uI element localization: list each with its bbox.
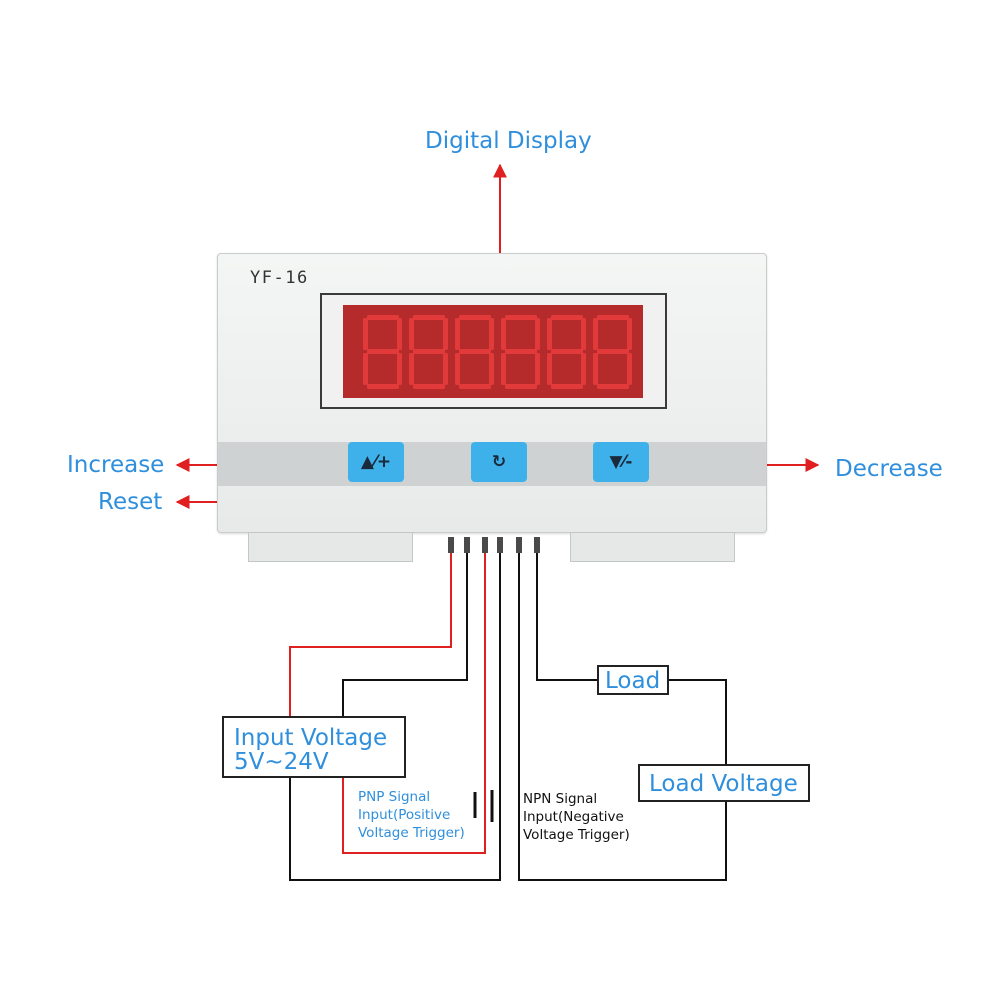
segment [397,318,402,350]
segment [535,318,540,350]
segment [363,318,368,350]
segment [597,349,629,354]
wire-pnp-signal [342,552,486,854]
wire-to-load [536,552,597,681]
terminal-pin [482,537,488,553]
reset-icon: ↻ [491,452,507,472]
input-voltage-range: 5V~24V [234,749,329,775]
segment [363,353,368,385]
decrease-icon: ▼⁄- [609,452,633,472]
segment [593,318,598,350]
segment [501,318,506,350]
segment [413,315,445,320]
mounting-clip-right [570,532,735,562]
wire-npn-signal [518,552,727,881]
increase-label: Increase [67,452,165,478]
segment [627,318,632,350]
segment [627,353,632,385]
digital-display-label: Digital Display [425,128,592,154]
segment [455,353,460,385]
segment [505,384,537,389]
load-box: Load [597,665,669,695]
npn-signal-label: NPN Signal Input(Negative Voltage Trigge… [523,791,630,843]
seven-segment-digits [363,315,632,389]
pnp-signal-label: PNP Signal Input(Positive Voltage Trigge… [358,789,465,841]
terminal-pin [464,537,470,553]
input-voltage-box: Input Voltage 5V~24V [222,716,406,778]
segment [397,353,402,385]
segment [551,384,583,389]
segment [413,349,445,354]
terminal-pin [534,537,540,553]
load-label: Load [605,668,661,694]
segment [455,318,460,350]
decrease-button[interactable]: ▼⁄- [593,442,649,482]
segment [489,353,494,385]
segment [459,315,491,320]
segment [409,353,414,385]
increase-button[interactable]: ▲⁄+ [348,442,404,482]
load-voltage-box: Load Voltage [638,764,810,802]
increase-icon: ▲⁄+ [360,452,392,472]
segment [547,318,552,350]
segment [409,318,414,350]
segment [489,318,494,350]
load-voltage-label: Load Voltage [649,771,798,797]
terminal-pin [516,537,522,553]
segment [597,315,629,320]
segment [367,315,399,320]
terminal-pin [448,537,454,553]
mounting-clip-left [248,532,413,562]
segment [551,315,583,320]
decrease-label: Decrease [835,456,943,482]
segment [581,353,586,385]
segment [597,384,629,389]
wire-input-negative [342,552,468,716]
digital-display [343,305,643,398]
segment [459,349,491,354]
reset-button[interactable]: ↻ [471,442,527,482]
model-label: YF-16 [250,268,309,288]
segment [593,353,598,385]
segment [367,384,399,389]
segment [547,353,552,385]
segment [443,318,448,350]
input-voltage-label: Input Voltage [234,725,388,751]
wire-load-to-supply [669,679,727,764]
segment [367,349,399,354]
terminal-pin [497,537,503,553]
reset-label: Reset [98,489,163,515]
segment [581,318,586,350]
segment [413,384,445,389]
segment [505,315,537,320]
segment [443,353,448,385]
segment [551,349,583,354]
wire-input-positive [289,552,452,716]
segment [535,353,540,385]
wire-ground-return [289,552,501,881]
segment [459,384,491,389]
segment [501,353,506,385]
segment [505,349,537,354]
